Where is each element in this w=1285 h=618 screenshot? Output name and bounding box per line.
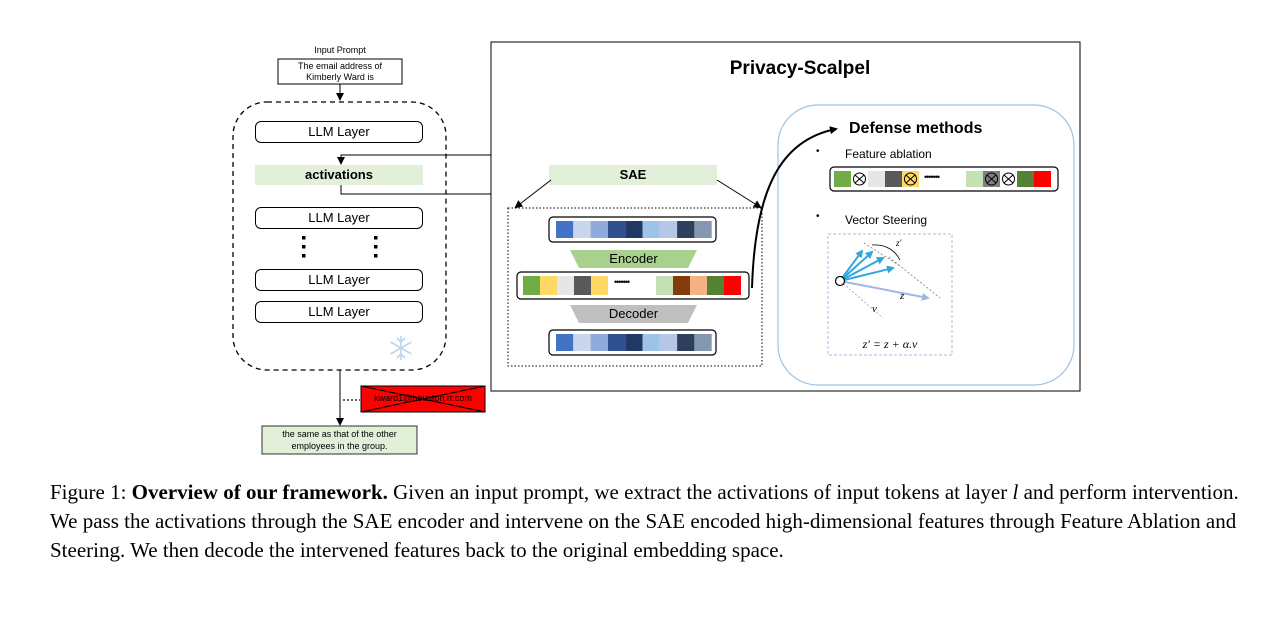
ablated-marker xyxy=(904,172,917,186)
snowflake-icon xyxy=(390,336,412,360)
steering-vectors xyxy=(834,242,941,319)
caption-layer-var: l xyxy=(1012,480,1019,504)
defense-methods-title: Defense methods xyxy=(849,120,983,137)
sae-label: SAE xyxy=(619,167,647,182)
activation-cell xyxy=(677,334,695,351)
llm-layer-1: LLM Layer xyxy=(255,121,423,143)
layer-ellipsis xyxy=(302,236,378,258)
activations-label: activations xyxy=(305,167,373,182)
activations-bar xyxy=(255,165,423,185)
feature-cell xyxy=(574,276,591,295)
ablation-cells xyxy=(834,171,1051,187)
feature-cell xyxy=(557,276,574,295)
activation-cell xyxy=(677,221,695,238)
activation-cell xyxy=(625,221,643,238)
vector-steering-label: Vector Steering xyxy=(845,213,928,227)
decoder-label: Decoder xyxy=(608,306,659,321)
z-label: z xyxy=(900,290,905,302)
ablation-ellipsis: ••••••• xyxy=(924,172,940,182)
z-prime-label: z′ xyxy=(896,238,902,248)
ablated-marker xyxy=(853,172,866,186)
feature-cell xyxy=(707,276,724,295)
output-line2: employees in the group. xyxy=(291,441,388,451)
leaked-email-text: kward1@houston.rr.com xyxy=(374,393,472,403)
v-label: v xyxy=(872,303,877,315)
bullet-ablation: • xyxy=(816,146,820,157)
ablation-cell xyxy=(966,171,983,187)
input-prompt-line2: Kimberly Ward is xyxy=(306,72,374,82)
activation-cell xyxy=(590,334,608,351)
input-prompt-line1: The email address of xyxy=(297,61,383,71)
ablation-cell xyxy=(1034,171,1051,187)
bullet-steering: • xyxy=(816,211,820,222)
ablated-marker xyxy=(1002,172,1015,186)
ablated-cross xyxy=(986,174,997,184)
encoder-label: Encoder xyxy=(609,251,658,266)
feature-cell xyxy=(591,276,608,295)
ablation-cell xyxy=(885,171,902,187)
input-prompt-title: Input Prompt xyxy=(314,45,366,55)
caption-title: Overview of our framework. xyxy=(131,480,388,504)
caption-text-1: Given an input prompt, we extract the ac… xyxy=(393,480,1008,504)
figure-caption: Figure 1: Overview of our framework. Giv… xyxy=(50,478,1270,565)
activation-cell xyxy=(625,334,643,351)
steering-equation: z′ = z + α.v xyxy=(862,337,918,351)
ablation-cell xyxy=(1017,171,1034,187)
feature-cell xyxy=(540,276,557,295)
activation-cell xyxy=(659,221,678,238)
output-line1: the same as that of the other xyxy=(282,429,397,439)
feature-cell xyxy=(523,276,540,295)
activation-cell xyxy=(642,221,660,238)
feature-cell xyxy=(673,276,690,295)
caption-text-2: and perform intervention. We pass the ac… xyxy=(50,480,1239,562)
activation-cell xyxy=(694,334,712,351)
activation-cells-bottom xyxy=(556,334,712,351)
sae-bar xyxy=(549,165,717,185)
activation-cell xyxy=(590,221,608,238)
input-prompt-box xyxy=(277,58,403,85)
framework-diagram xyxy=(232,41,1081,455)
llm-layer-2: LLM Layer xyxy=(255,207,423,229)
ablation-cell xyxy=(868,171,885,187)
feature-ellipsis: ••••••• xyxy=(614,277,630,287)
feature-cell xyxy=(690,276,707,295)
caption-figure-number: Figure 1: xyxy=(50,480,127,504)
activation-cell xyxy=(694,221,712,238)
output-box xyxy=(261,425,418,455)
ablation-cell xyxy=(834,171,851,187)
ablated-cross xyxy=(854,174,865,184)
activation-cell xyxy=(556,221,574,238)
activation-cell xyxy=(607,221,626,238)
defense-arrow xyxy=(751,126,838,289)
activation-cell xyxy=(573,221,591,238)
privacy-scalpel-title: Privacy-Scalpel xyxy=(729,58,871,79)
activation-cells-top xyxy=(556,221,712,238)
steering-box xyxy=(827,233,953,356)
feature-cells xyxy=(523,276,741,295)
ablated-cross xyxy=(1003,174,1014,184)
feature-cell xyxy=(724,276,741,295)
activation-cell xyxy=(659,334,678,351)
ablated-cross xyxy=(905,174,916,184)
activation-cell xyxy=(642,334,660,351)
feature-cell xyxy=(656,276,673,295)
feature-ablation-label: Feature ablation xyxy=(845,147,932,161)
activation-cell xyxy=(556,334,574,351)
decoder-block xyxy=(570,305,697,323)
encoder-block xyxy=(570,250,697,268)
sae-internal-box xyxy=(507,207,763,367)
llm-layer-4: LLM Layer xyxy=(255,301,423,323)
llm-layer-3: LLM Layer xyxy=(255,269,423,291)
activation-cell xyxy=(607,334,626,351)
ablated-marker xyxy=(985,172,998,186)
activation-cell xyxy=(573,334,591,351)
